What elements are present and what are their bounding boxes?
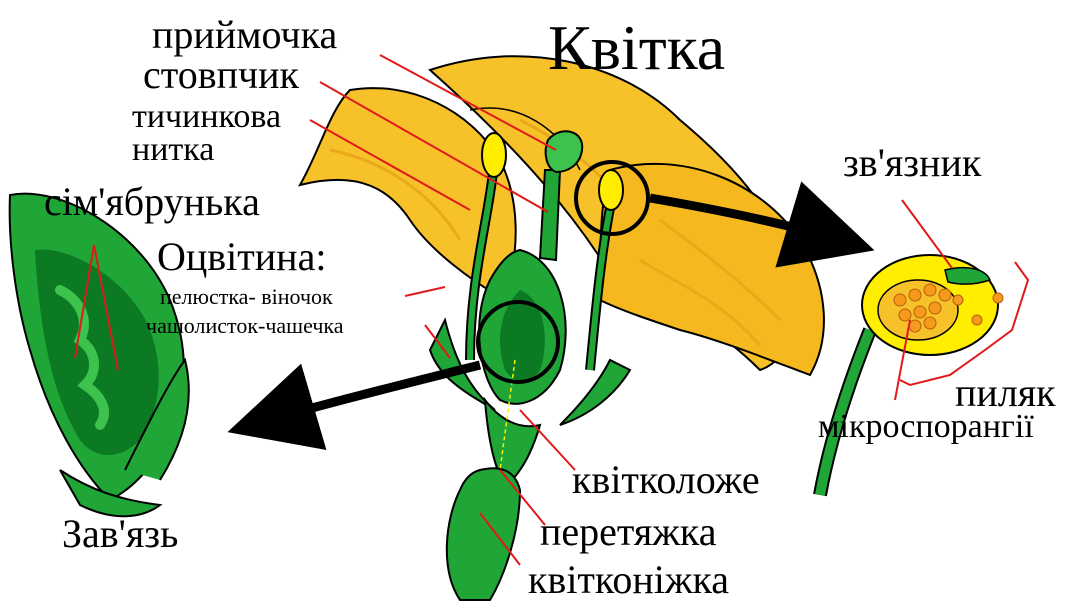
pedicel-shape xyxy=(447,468,520,600)
label-ovule: сім'ябрунька xyxy=(44,182,260,222)
label-microsporangia: мікроспорангії xyxy=(818,410,1034,444)
label-filament-line1: тичинкова xyxy=(132,100,281,134)
label-petal: пелюстка- віночок xyxy=(160,286,333,308)
petal-right xyxy=(600,164,824,375)
connective-detail xyxy=(945,268,990,284)
label-connective: зв'язник xyxy=(843,143,981,183)
label-anther: пиляк xyxy=(955,373,1056,413)
arrow-to-ovary-detail xyxy=(262,365,480,422)
label-pedicel: квітконіжка xyxy=(528,560,729,600)
anther-right xyxy=(599,170,623,210)
label-stigma: приймочка xyxy=(152,15,337,55)
label-sepal: чашолисток-чашечка xyxy=(146,315,344,337)
label-ovary: Зав'язь xyxy=(62,514,178,554)
label-receptacle: квітколоже xyxy=(572,460,760,500)
label-style: стовпчик xyxy=(143,55,299,95)
diagram-title: Квітка xyxy=(548,16,725,80)
anther-left xyxy=(482,133,506,177)
label-perianth: Оцвітина: xyxy=(157,237,326,277)
label-constriction: перетяжка xyxy=(540,512,716,552)
label-filament-line2: нитка xyxy=(132,133,214,167)
